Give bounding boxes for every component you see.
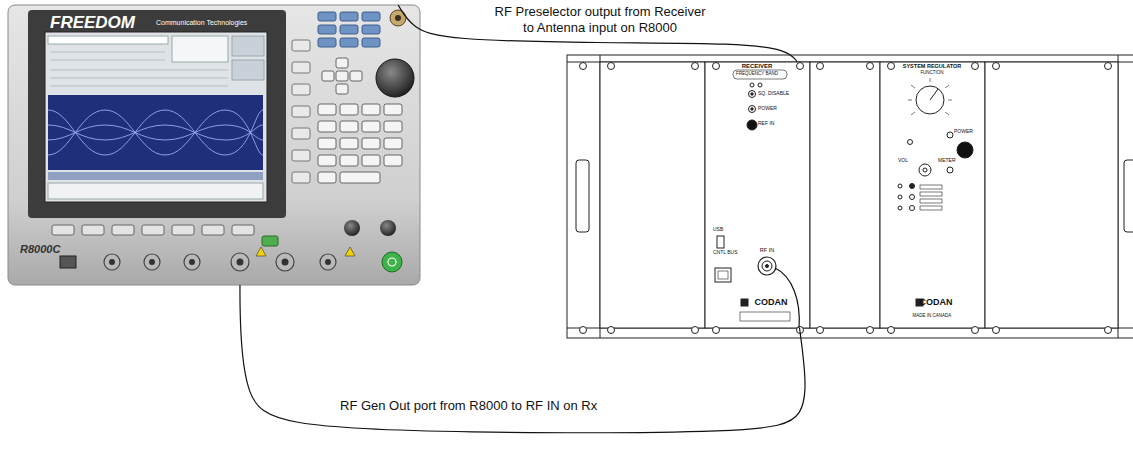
panel-label: R8000C	[20, 243, 60, 255]
panel-label: REF IN	[758, 121, 774, 127]
panel-label: USB	[713, 227, 723, 233]
panel-label: CODAN	[920, 298, 953, 308]
panel-label: Communication Technologies	[156, 19, 247, 27]
cable-label: RF Gen Out port from R8000 to RF IN on R…	[340, 398, 597, 414]
panel-label: POWER	[758, 106, 777, 112]
panel-label: RF IN	[760, 247, 774, 253]
cable	[240, 285, 805, 433]
cable-label: RF Preselector output from Receiver to A…	[491, 4, 709, 36]
rack-module: SYSTEM REGULATOR FUNCTION POWER VOL METER COD…	[880, 62, 985, 328]
test-set: FREEDOM Communication TechnologiesR8000C	[8, 5, 420, 285]
device-name: RECEIVER	[742, 63, 773, 70]
rack-module: RECEIVER FREQUENCY BAND SQ. DISABLE POWER RE…	[705, 62, 810, 328]
panel-label: FUNCTION	[920, 71, 943, 76]
receiver-controls	[715, 70, 790, 321]
equipment-rack	[567, 55, 1133, 338]
panel-label: FREQUENCY BAND	[736, 72, 778, 77]
panel-label: MADE IN CANADA	[913, 314, 952, 319]
panel-label: METER	[938, 158, 956, 164]
cable	[398, 5, 797, 62]
panel-label: CNTL BUS	[713, 250, 738, 256]
test-set-body	[8, 5, 420, 285]
panel-label: POWER	[954, 129, 973, 135]
device-name: SYSTEM REGULATOR	[903, 63, 961, 69]
panel-label: SQ. DISABLE	[758, 91, 789, 97]
panel-label: VOL	[898, 158, 908, 164]
regulator-controls	[898, 78, 973, 306]
device-name: FREEDOM	[50, 14, 135, 33]
panel-label: CODAN	[755, 298, 788, 308]
